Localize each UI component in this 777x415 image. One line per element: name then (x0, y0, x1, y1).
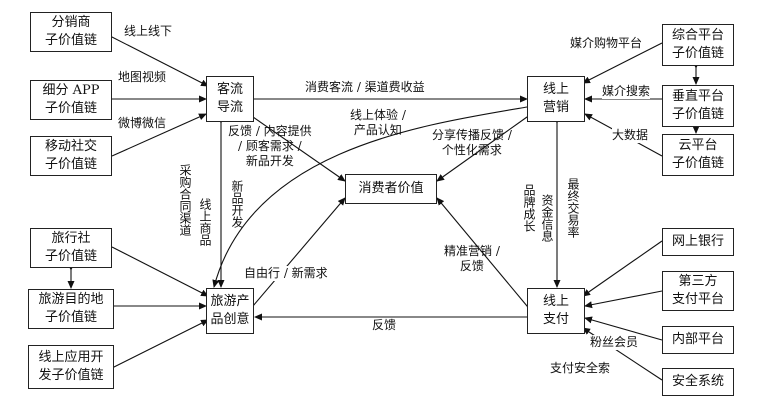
node-online-marketing: 线上 营销 (527, 76, 585, 122)
label-online-goods: 线上商品 (198, 198, 212, 246)
node-internal-platform: 内部平台 (662, 326, 734, 354)
edge-internal-pay (584, 316, 663, 341)
node-destination: 旅游目的地 子价值链 (28, 289, 114, 329)
edge-product-consumer (245, 197, 346, 314)
edge-social-traffic (111, 113, 207, 157)
label-precision-marketing: 精准营销 / 反馈 (444, 244, 500, 273)
node-mobile-social: 移动社交 子价值链 (30, 136, 112, 176)
label-final-conversion: 最终交易率 (566, 178, 580, 238)
label-share-spread: 分享传播反馈 / 个性化需求 (432, 128, 512, 157)
label-weibo-wechat: 微博微信 (118, 116, 167, 131)
node-traffic-guide: 客流 导流 (206, 76, 254, 122)
label-fan-member: 粉丝会员 (590, 335, 639, 350)
label-self-guided: 自由行 / 新需求 (244, 266, 328, 281)
node-security-system: 安全系统 (662, 368, 734, 396)
node-vertical-platform: 垂直平台 子价值链 (662, 85, 734, 127)
node-travel-product: 旅游产 品创意 (206, 288, 254, 334)
label-big-data: 大数据 (612, 128, 649, 143)
label-map-video: 地图视频 (118, 70, 167, 85)
node-online-pay: 线上 支付 (527, 288, 585, 334)
node-cloud-platform: 云平台 子价值链 (662, 134, 734, 176)
edge-thirdparty-pay (584, 290, 663, 309)
node-online-app-dev: 线上应用开 发子价值链 (28, 345, 114, 389)
edge-marketing-product-curve (212, 102, 535, 288)
label-online-offline: 线上线下 (124, 24, 173, 39)
edge-appdev-product (111, 319, 209, 369)
node-online-bank: 网上银行 (662, 228, 734, 256)
label-media-shopping: 媒介购物平台 (570, 36, 643, 51)
node-distributor: 分销商 子价值链 (30, 12, 112, 52)
label-consumer-traffic: 消费客流 / 渠道费收益 (305, 80, 425, 95)
label-procurement: 采购合同渠道 (178, 164, 192, 236)
edge-bank-pay (582, 240, 663, 297)
label-online-experience: 线上体验 / 产品认知 (350, 108, 406, 137)
label-new-product: 新品开发 (230, 180, 244, 228)
edge-distributor-traffic (109, 35, 209, 87)
edge-agency-product (111, 246, 209, 297)
label-feedback-group: 反馈 / 内容提供 / 顾客需求 / 新品开发 (228, 124, 312, 168)
label-media-search: 媒介搜索 (602, 84, 651, 99)
node-travel-agency: 旅行社 子价值链 (30, 228, 112, 268)
node-third-party-pay: 第三方 支付平台 (662, 271, 734, 311)
label-capital-info: 资金信息 (540, 194, 554, 242)
label-pay-security: 支付安全索 (550, 361, 611, 376)
node-comprehensive-platform: 综合平台 子价值链 (662, 24, 734, 66)
label-brand-growth: 品牌成长 (522, 184, 536, 232)
edge-comprehensive-marketing (582, 42, 663, 84)
node-consumer-value: 消费者价值 (345, 174, 437, 204)
label-feedback: 反馈 (372, 318, 397, 333)
node-segment-app: 细分 APP 子价值链 (30, 80, 112, 120)
